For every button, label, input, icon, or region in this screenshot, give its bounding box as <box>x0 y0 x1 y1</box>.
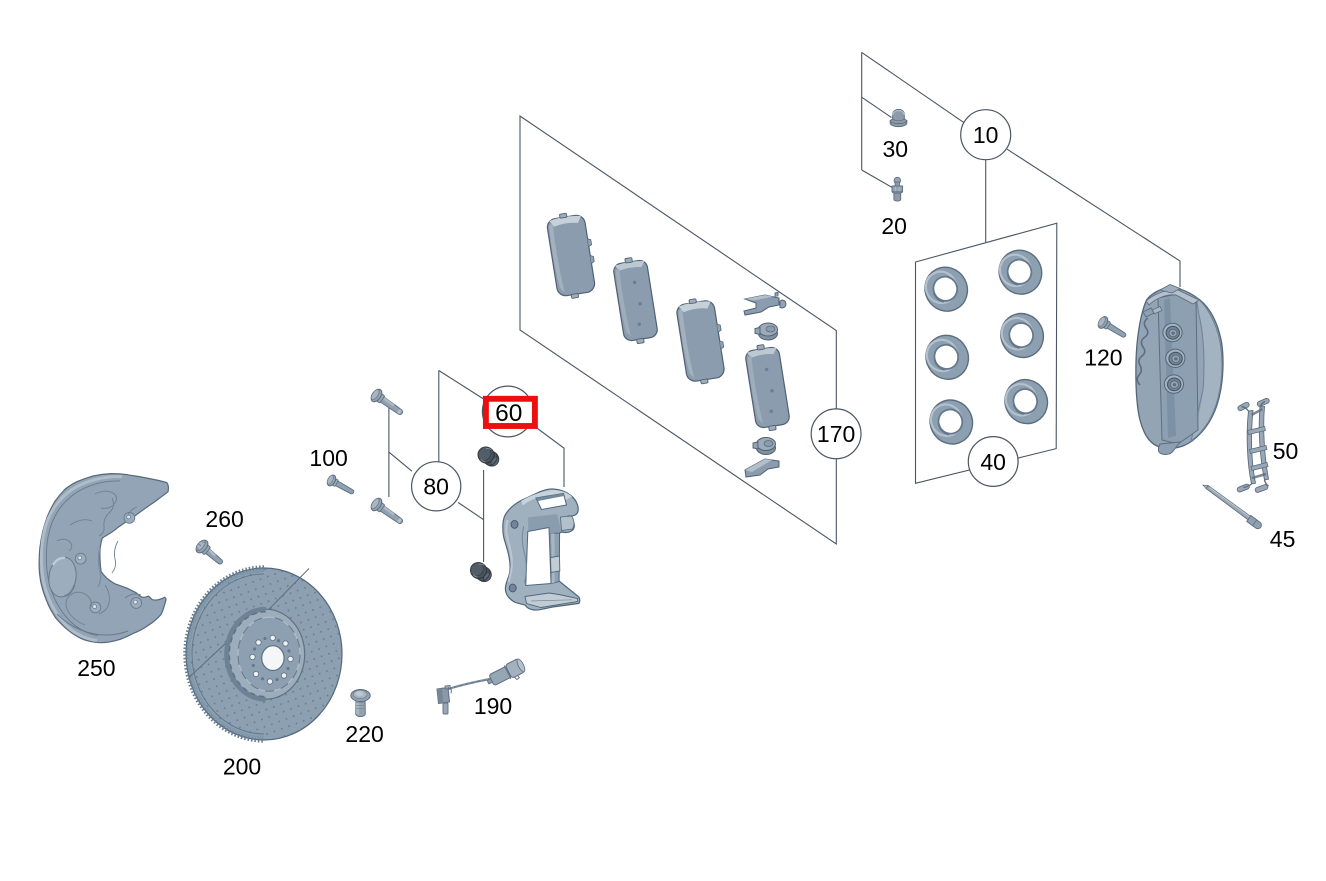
svg-text:170: 170 <box>817 421 855 447</box>
svg-text:200: 200 <box>223 754 261 780</box>
svg-text:10: 10 <box>973 122 999 148</box>
svg-text:50: 50 <box>1273 438 1299 464</box>
svg-text:40: 40 <box>980 449 1006 475</box>
svg-text:20: 20 <box>881 213 907 239</box>
svg-text:260: 260 <box>205 506 243 532</box>
svg-text:120: 120 <box>1084 344 1122 370</box>
svg-text:190: 190 <box>474 693 512 719</box>
svg-text:80: 80 <box>423 474 449 500</box>
svg-text:60: 60 <box>495 400 522 427</box>
svg-text:45: 45 <box>1270 526 1296 552</box>
svg-text:250: 250 <box>77 655 115 681</box>
svg-text:100: 100 <box>309 445 347 471</box>
svg-text:30: 30 <box>883 136 909 162</box>
svg-text:220: 220 <box>345 721 383 747</box>
